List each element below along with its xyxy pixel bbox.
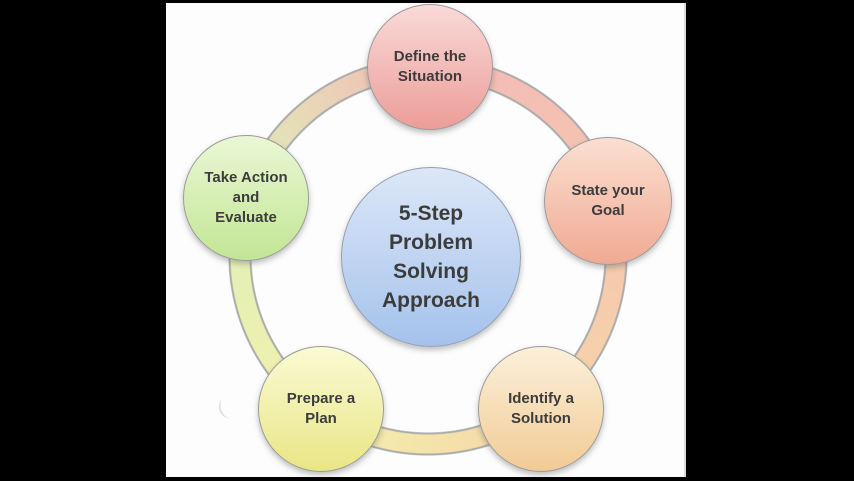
node-state-your-goal: State your Goal: [544, 137, 672, 265]
node-identify-a-solution: Identify a Solution: [478, 346, 604, 472]
node-label: Define the Situation: [393, 48, 467, 85]
node-label: State your Goal: [571, 182, 645, 219]
node-define-the-situation: Define the Situation: [367, 4, 493, 130]
node-label: Prepare a Plan: [286, 390, 356, 427]
center-title: 5-Step Problem Solving Approach: [381, 202, 480, 312]
node-prepare-a-plan: Prepare a Plan: [258, 346, 384, 472]
center-circle: 5-Step Problem Solving Approach: [341, 167, 521, 347]
node-label: Identify a Solution: [508, 390, 574, 427]
node-take-action-and-evaluate: Take Action and Evaluate: [183, 135, 309, 261]
node-label: Take Action and Evaluate: [204, 169, 288, 226]
